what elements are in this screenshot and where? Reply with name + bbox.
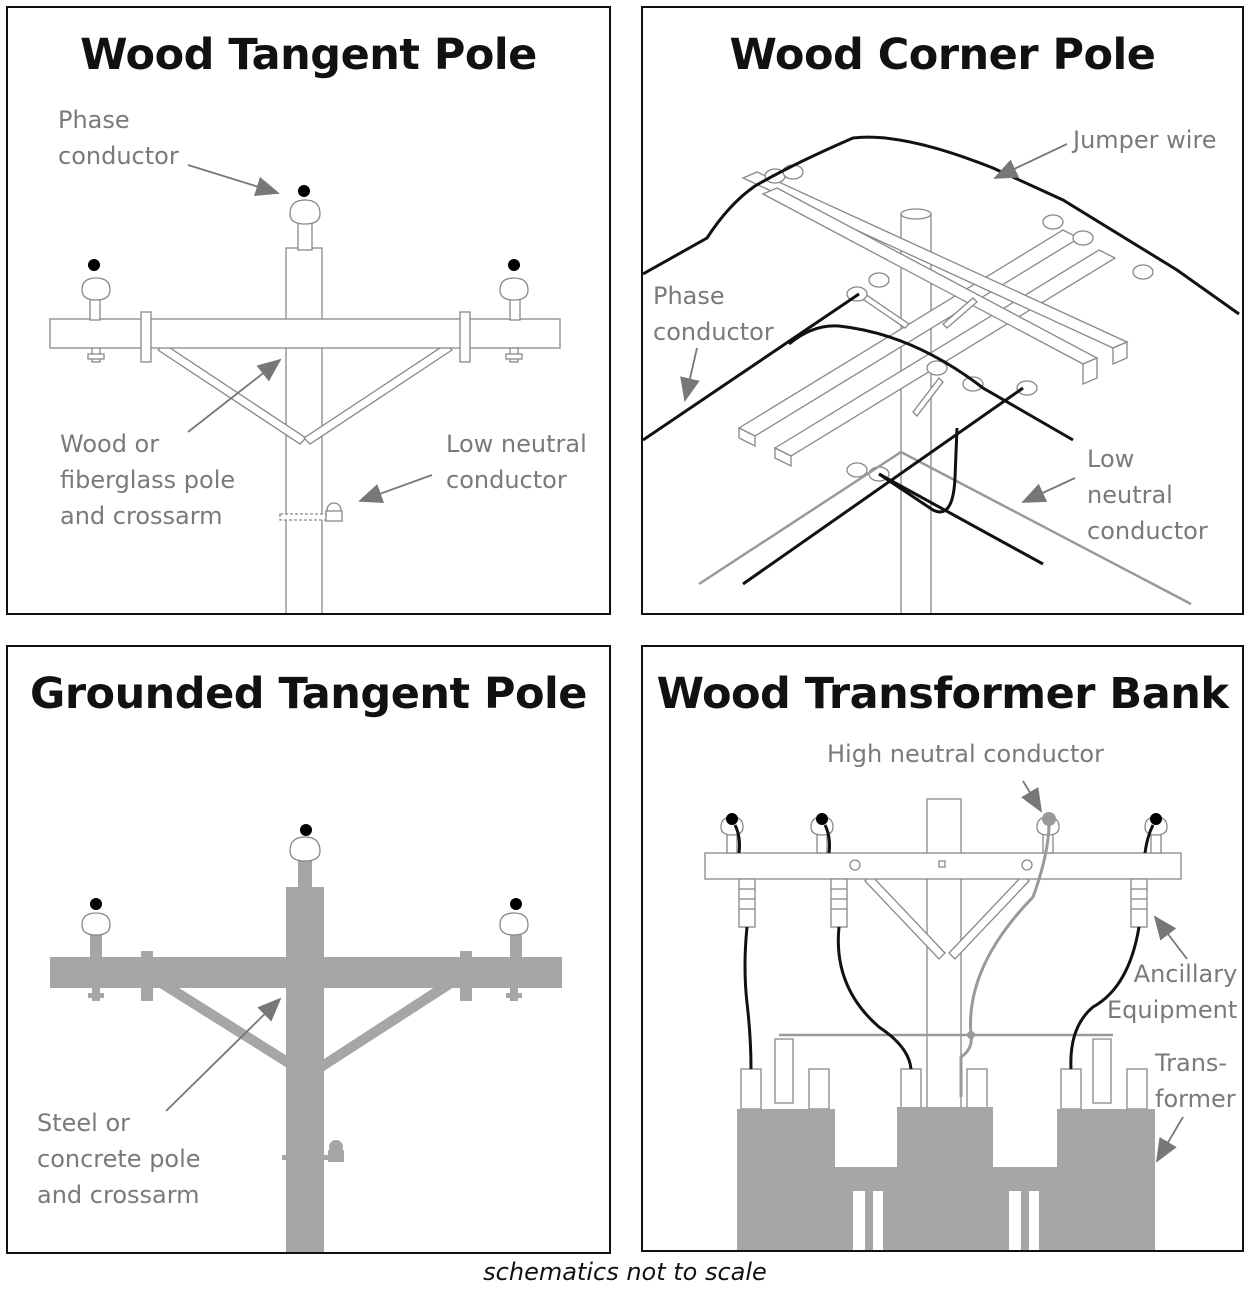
caption: schematics not to scale (483, 1258, 767, 1286)
phase-conductor-a (643, 292, 860, 442)
transformer-label: Trans- former (1155, 1049, 1236, 1113)
insulator-top (289, 199, 321, 225)
high-neutral-conductor (959, 822, 1051, 1097)
arrow-neutral (358, 474, 433, 503)
arrow-neutral (1021, 477, 1076, 503)
phase-conductor-top (298, 185, 310, 197)
wood-tangent-pole-drawing (49, 164, 561, 613)
jumper-wire-label: Jumper wire (1073, 126, 1217, 154)
insulator-right (499, 277, 529, 301)
panel-title: Wood Corner Pole (729, 30, 1156, 80)
arrow-pole (165, 997, 282, 1112)
panel-wood-tangent-pole: Wood Tangent Pole Phase conductor Wood o… (6, 6, 611, 615)
wood-transformer-bank-drawing (704, 780, 1188, 1250)
high-neutral-label: High neutral conductor (827, 740, 1104, 768)
low-neutral-label: Low neutral conductor (1087, 445, 1208, 545)
phase-conductor-top (300, 824, 312, 836)
ancillary-equipment-3 (1130, 878, 1148, 928)
panel-title: Grounded Tangent Pole (30, 669, 587, 719)
transformer-1 (737, 1109, 835, 1250)
panel-wood-transformer-bank: Wood Transformer Bank High neutral condu… (641, 645, 1244, 1252)
ancillary-equipment-1 (738, 878, 756, 928)
low-neutral-label: Low neutral conductor (446, 430, 587, 494)
panel-title: Wood Transformer Bank (656, 669, 1229, 719)
insulator-right (499, 912, 529, 936)
phase-conductor-label: Phase conductor (653, 282, 774, 346)
phase-conductor-d (878, 427, 959, 514)
pole-crossarm-label: Steel or concrete pole and crossarm (37, 1109, 201, 1209)
pole-crossarm-label: Wood or fiberglass pole and crossarm (60, 430, 236, 530)
ancillary-equipment-2 (830, 878, 848, 928)
crossarm (49, 318, 561, 349)
crossarm (50, 957, 562, 988)
arrow-neutral (1021, 780, 1043, 813)
insulator-left (81, 277, 111, 301)
panel-grounded-tangent-pole: Grounded Tangent Pole Steel or concrete … (6, 645, 611, 1254)
arrow-ancillary (1153, 915, 1188, 960)
ancillary-equipment-label: Ancillary Equipment (1107, 960, 1238, 1024)
crossarm-brace-right (302, 343, 454, 445)
insulator-left (81, 912, 111, 936)
transformer-3 (1057, 1109, 1155, 1250)
phase-conductor-b (788, 324, 1074, 442)
panel-title: Wood Tangent Pole (80, 30, 537, 80)
transformer-2 (897, 1107, 993, 1250)
jumper-wire (643, 135, 1240, 316)
insulator-top (289, 836, 321, 862)
arrow-pole (187, 358, 282, 433)
low-neutral-conductor (698, 450, 902, 586)
wood-corner-pole-drawing (643, 135, 1240, 613)
phase-conductor-label: Phase conductor (58, 106, 179, 170)
pole (286, 887, 324, 1252)
arrow-phase (187, 164, 280, 197)
phase-conductor-right (510, 898, 522, 910)
crossarm-brace-left (158, 981, 292, 1071)
crossarm-brace-right (324, 981, 454, 1071)
phase-conductor-c (742, 386, 1024, 586)
arrow-transformer (1155, 1116, 1184, 1163)
arrow-phase (680, 347, 700, 402)
phase-conductor-left (88, 259, 100, 271)
phase-conductor-left (90, 898, 102, 910)
phase-conductor-right (508, 259, 520, 271)
grounded-tangent-pole-drawing (50, 824, 562, 1252)
panel-wood-corner-pole: Wood Corner Pole Jumper wire Phase condu… (641, 6, 1244, 615)
arrow-jumper (993, 143, 1068, 179)
